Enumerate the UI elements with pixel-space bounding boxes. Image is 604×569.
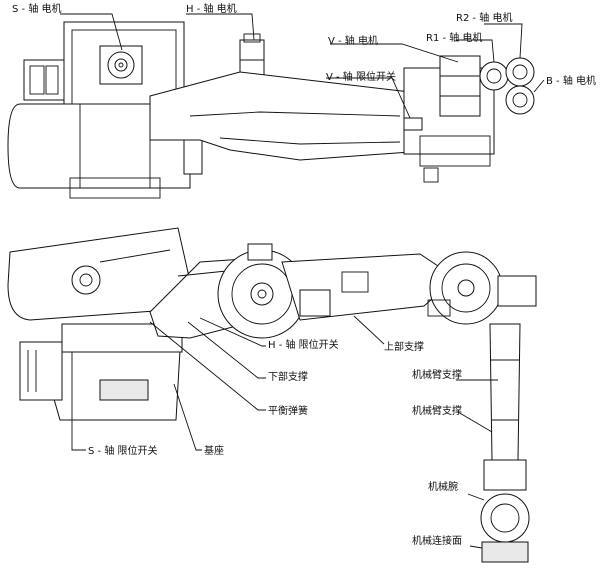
hanging-arm-side	[489, 323, 521, 461]
label-flange: 机械连接面	[412, 534, 462, 547]
leader-lines	[60, 13, 545, 549]
label-upper-support: 上部支撑	[384, 340, 424, 353]
label-v-limit: V - 轴 限位开关	[326, 70, 396, 83]
v-motor-top	[439, 55, 481, 117]
label-balance-spring: 平衡弹簧	[268, 404, 308, 417]
elbow-disc	[427, 251, 537, 325]
lower-arm-pivot	[217, 243, 307, 339]
wrist-motors-top	[479, 57, 535, 115]
labels: S - 轴 电机 H - 轴 电机 V - 轴 电机 R2 - 轴 电机 R1 …	[12, 2, 596, 547]
s-motor-top	[99, 45, 143, 85]
label-s-limit: S - 轴 限位开关	[88, 444, 158, 457]
label-r1-motor: R1 - 轴 电机	[426, 31, 482, 44]
top-view	[7, 21, 535, 199]
side-view	[7, 227, 537, 563]
label-wrist: 机械腕	[428, 480, 458, 493]
v-limit-switch-top	[403, 117, 423, 131]
label-h-motor: H - 轴 电机	[186, 2, 237, 15]
label-arm-support-2: 机械臂支撑	[412, 404, 462, 417]
label-lower-support: 下部支撑	[268, 370, 308, 383]
wrist-side	[480, 459, 530, 563]
label-v-motor: V - 轴 电机	[328, 34, 378, 47]
label-arm-support-1: 机械臂支撑	[412, 368, 462, 381]
counterweight-side	[7, 227, 197, 321]
label-h-limit: H - 轴 限位开关	[268, 338, 339, 351]
label-r2-motor: R2 - 轴 电机	[456, 11, 512, 24]
base-side	[19, 323, 183, 421]
label-base: 基座	[204, 444, 224, 457]
label-s-motor: S - 轴 电机	[12, 2, 62, 15]
label-b-motor: B - 轴 电机	[546, 74, 596, 87]
arm-body-top	[149, 71, 421, 161]
